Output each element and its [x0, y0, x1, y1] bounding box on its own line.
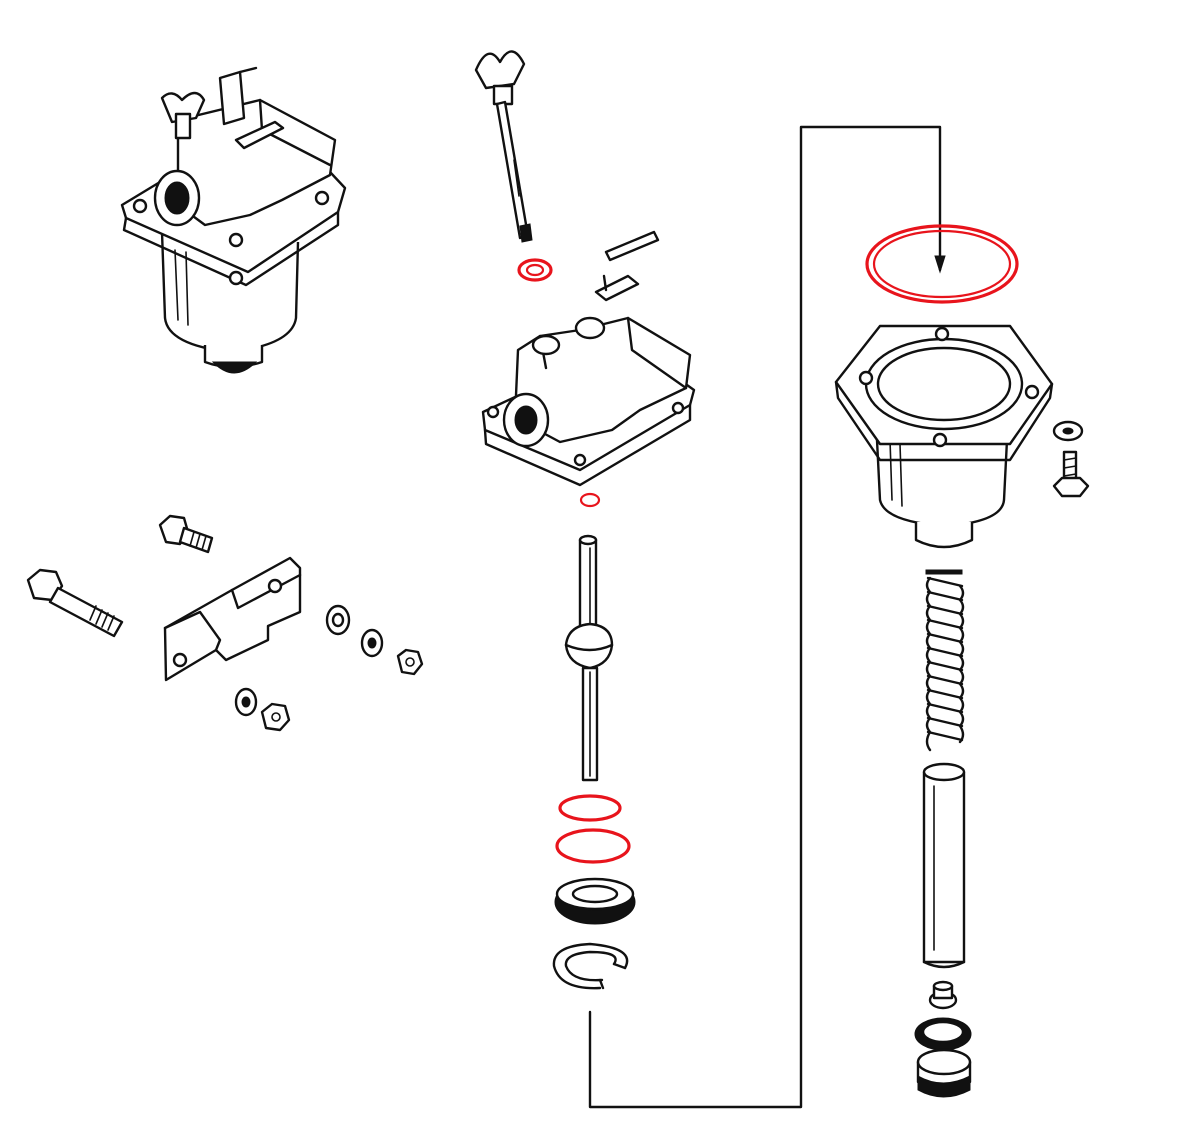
seal-ring: [517, 258, 553, 282]
locking-plate: [594, 274, 640, 302]
assembled-filter-unit: [120, 66, 347, 374]
bolt-hole-icon: [314, 190, 330, 206]
o-ring-inner-edge: [872, 229, 1012, 299]
o-ring: [558, 794, 622, 822]
lock-washer: [234, 687, 258, 717]
mounting-bracket: [163, 556, 302, 682]
valve-stem: [564, 534, 614, 782]
o-ring-small: [579, 492, 601, 508]
seal-ring-inner: [525, 263, 545, 277]
circlip: [552, 942, 629, 990]
hex-nut: [396, 648, 424, 676]
bolt-hole-icon: [228, 270, 244, 286]
pin: [604, 230, 660, 262]
bleed-screw-with-wing: [474, 50, 533, 243]
bolt-hole-icon: [132, 198, 148, 214]
valve-cap: [928, 980, 958, 1010]
bolt-hole-icon: [267, 578, 283, 594]
bolt-hole-icon: [486, 405, 500, 419]
bolt-hole-icon: [1024, 384, 1040, 400]
bolt-hole-icon: [172, 652, 188, 668]
bolt-hole-icon: [932, 432, 948, 448]
arrow-head-icon: [934, 255, 946, 274]
piston-tube: [922, 762, 966, 969]
washer-ring: [914, 1017, 972, 1051]
o-ring: [865, 224, 1019, 304]
lock-washer: [360, 628, 384, 658]
o-ring: [555, 828, 631, 864]
hex-bolt: [1052, 450, 1090, 498]
bolt-hole-icon: [573, 453, 587, 467]
filter-bowl: [834, 324, 1054, 549]
assembly-leader-line: [588, 125, 942, 1109]
spring: [925, 569, 965, 752]
bolt-hole-icon: [228, 232, 244, 248]
long-bolt: [26, 568, 124, 638]
bolt-hole-icon: [858, 370, 874, 386]
drain-plug: [916, 1048, 972, 1098]
bolt-hole-icon: [934, 326, 950, 342]
lock-washer: [1052, 420, 1084, 442]
washer: [325, 604, 351, 636]
bolt-hole-icon: [671, 401, 685, 415]
short-bolt: [158, 514, 214, 554]
filter-head: [481, 316, 696, 487]
hex-nut: [260, 702, 291, 732]
shaft-seal: [554, 877, 636, 925]
